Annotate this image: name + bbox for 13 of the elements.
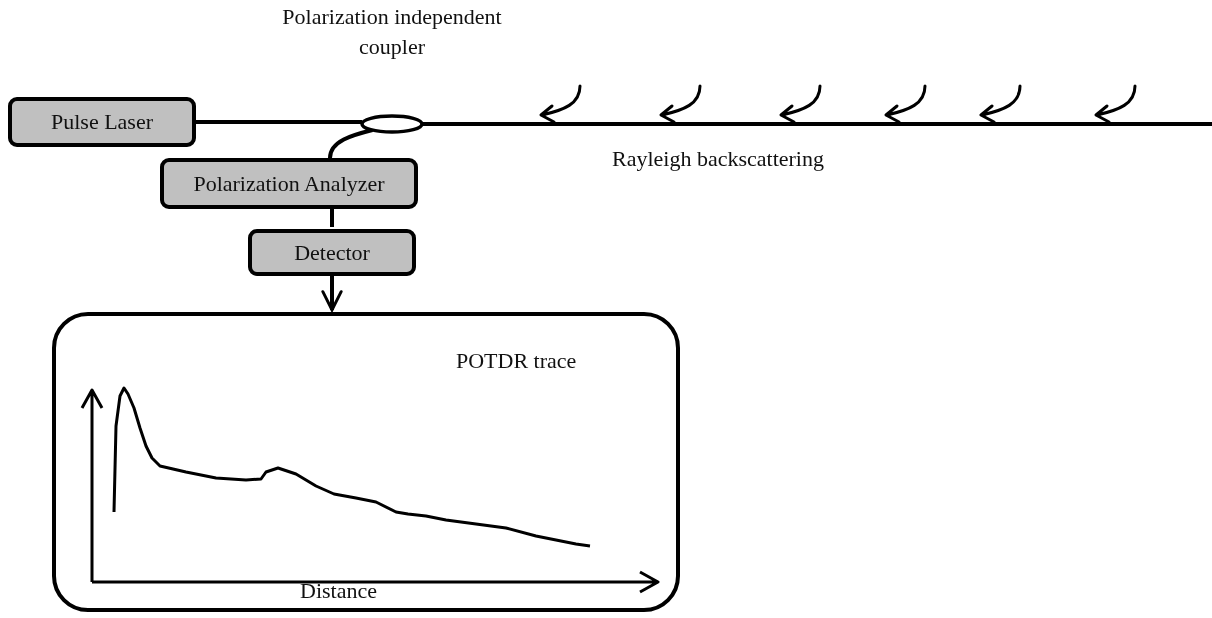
connector-line: [330, 209, 334, 227]
trace-title: POTDR trace: [456, 348, 577, 374]
laser-box: Pulse Laser: [8, 97, 196, 147]
analyzer-box: Polarization Analyzer: [160, 158, 418, 209]
fiber-line: [422, 122, 1212, 126]
backscatter-label: Rayleigh backscattering: [612, 146, 824, 172]
connector-line: [328, 128, 373, 159]
connector-line: [196, 120, 362, 124]
coupler-label: Polarization independent coupler: [282, 3, 502, 61]
trace-panel: [52, 312, 680, 612]
detector-box: Detector: [248, 229, 416, 276]
axis-label: Distance: [300, 578, 377, 604]
arrow: [321, 276, 343, 312]
